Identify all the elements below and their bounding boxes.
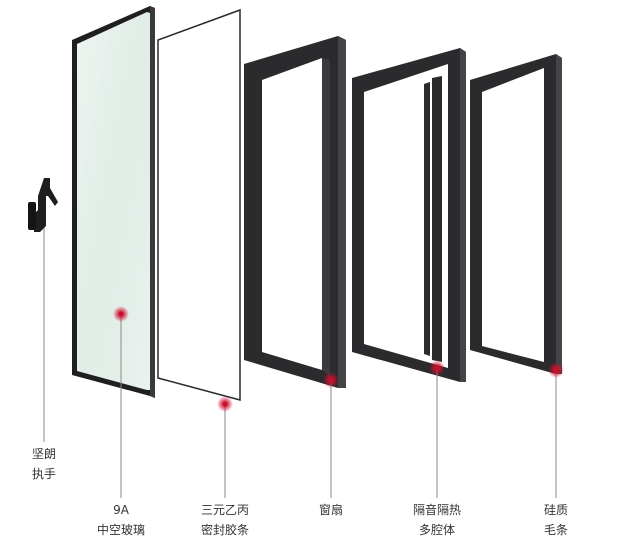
sash-frame-part: [244, 36, 346, 388]
label-brush: 硅质 毛条: [534, 500, 578, 540]
label-seal-line2: 密封胶条: [188, 520, 262, 540]
label-seal: 三元乙丙 密封胶条: [188, 500, 262, 540]
label-glass-line2: 中空玻璃: [86, 520, 156, 540]
label-glass-line1: 9A: [86, 500, 156, 520]
label-cavity-line1: 隔音隔热: [400, 500, 474, 520]
label-sash-line1: 窗扇: [306, 500, 356, 520]
label-cavity: 隔音隔热 多腔体: [400, 500, 474, 540]
handle-part: [28, 178, 58, 232]
label-sash: 窗扇: [306, 500, 356, 520]
label-handle: 坚朗 执手: [24, 444, 64, 484]
label-handle-line2: 执手: [24, 464, 64, 484]
label-glass: 9A 中空玻璃: [86, 500, 156, 540]
label-brush-line2: 毛条: [534, 520, 578, 540]
glass-panel-part: [72, 6, 155, 398]
label-handle-line1: 坚朗: [24, 444, 64, 464]
label-seal-line1: 三元乙丙: [188, 500, 262, 520]
label-brush-line1: 硅质: [534, 500, 578, 520]
label-cavity-line2: 多腔体: [400, 520, 474, 540]
brush-frame-part: [470, 54, 562, 374]
cavity-frame-part: [352, 48, 466, 382]
seal-strip-part: [158, 10, 240, 400]
